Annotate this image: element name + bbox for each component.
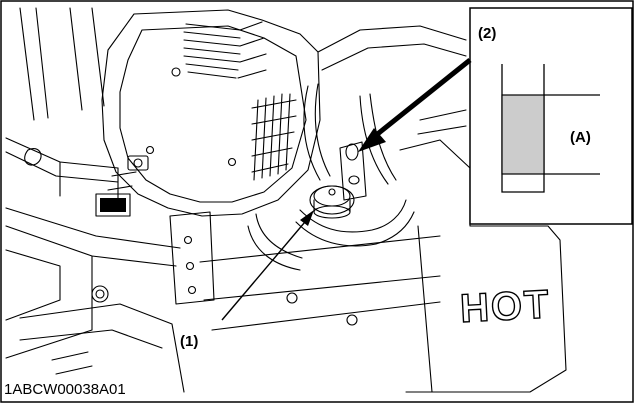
callout-1-label: (1) — [180, 333, 198, 350]
leader-arrow-2-shaft — [368, 58, 472, 142]
hot-emboss-text: HOT — [459, 282, 552, 331]
leader-arrow-1-head — [300, 210, 314, 226]
engine-illustration — [5, 7, 567, 393]
callout-a-label: (A) — [570, 129, 591, 146]
leader-line-1 — [221, 215, 311, 321]
leader-arrow-2-head — [358, 128, 386, 152]
callout-2-label: (2) — [478, 25, 496, 42]
inset-frame — [469, 7, 633, 225]
coolant-level-zone — [501, 94, 545, 175]
level-inset: (A) — [469, 7, 633, 225]
figure-id: 1ABCW00038A01 — [4, 381, 126, 398]
